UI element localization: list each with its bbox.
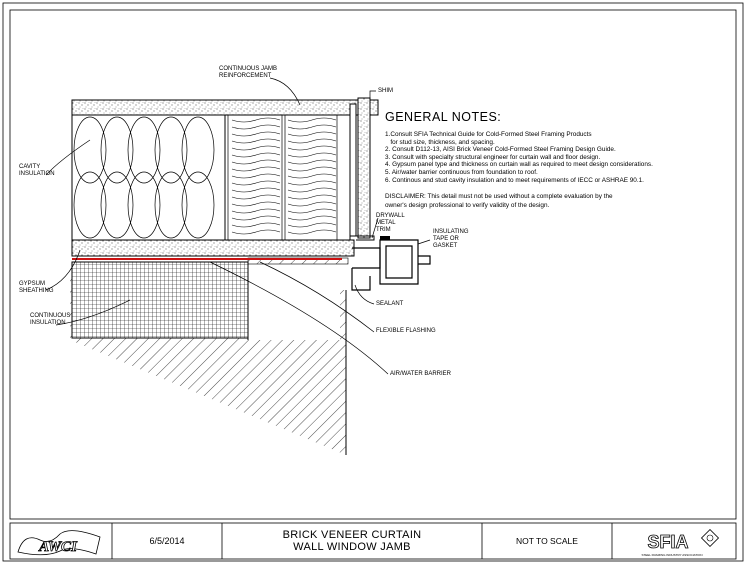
continuous-insulation	[71, 261, 249, 339]
insulating-tape	[380, 236, 390, 240]
note-item: 1.Consult SFIA Technical Guide for Cold-…	[385, 131, 592, 138]
drywall-metal-trim	[356, 235, 375, 241]
sheet-inner-border	[9, 9, 737, 520]
svg-text:AWCI: AWCI	[38, 539, 78, 555]
note-item: 6. Continous and stud cavity insulation …	[385, 176, 644, 184]
label-flexible-flashing: FLEXIBLE FLASHING	[376, 328, 436, 334]
label-cavity-insulation: CAVITY INSULATION	[19, 164, 55, 177]
label-gypsum-sheathing: GYPSUM SHEATHING	[19, 281, 54, 294]
shim	[349, 103, 357, 237]
title-block-frame	[9, 522, 737, 560]
interior-drywall	[71, 99, 379, 116]
note-item: 4. Gypsum panel type and thickness on cu…	[385, 161, 653, 169]
general-notes-title: GENERAL NOTES:	[385, 110, 502, 124]
label-drywall-metal-trim: DRYWALL METAL TRIM	[376, 213, 405, 233]
disclaimer: DISCLAIMER: This detail must not be used…	[385, 193, 613, 209]
gypsum-sheathing	[71, 239, 355, 257]
note-item: 3. Consult with specialty structural eng…	[385, 153, 601, 161]
general-notes: GENERAL NOTES: 1.Consult SFIA Technical …	[385, 110, 730, 210]
label-shim: SHIM	[378, 88, 393, 94]
svg-text:STEEL FRAMING INDUSTRY ASSOCIA: STEEL FRAMING INDUSTRY ASSOCIATION	[641, 553, 702, 557]
title-block-date: 6/5/2014	[149, 536, 185, 546]
label-air-water-barrier: AIR/WATER BARRIER	[390, 371, 452, 377]
svg-text:SFIA: SFIA	[647, 532, 688, 552]
note-item: 5. Air/water barrier continuous from fou…	[385, 168, 538, 176]
note-item: for stud size, thickness, and spacing.	[385, 138, 495, 146]
jamb-return-drywall	[357, 97, 371, 239]
label-continuous-jamb-reinforcement: CONTINUOUS JAMB REINFORCEMENT	[219, 66, 278, 79]
sfia-logo: SFIA STEEL FRAMING INDUSTRY ASSOCIATION	[641, 528, 720, 557]
awci-logo: AWCI	[17, 530, 101, 555]
label-insulating-tape: INSULATING TAPE OR GASKET	[433, 229, 469, 249]
stud-cavity	[71, 114, 351, 241]
title-block-scale: NOT TO SCALE	[516, 536, 578, 546]
label-continuous-insulation: CONTINUOUS INSULATION	[30, 313, 71, 326]
note-item: 2. Consult D112-13, AISI Brick Veneer Co…	[385, 146, 616, 154]
label-sealant: SEALANT	[376, 301, 404, 307]
cavity-insulation-batts	[73, 116, 215, 239]
leader-lines	[45, 77, 431, 375]
jamb-insulation	[231, 117, 337, 235]
title-block-title: BRICK VENEER CURTAIN WALL WINDOW JAMB	[282, 529, 422, 553]
window-frame	[351, 239, 431, 291]
